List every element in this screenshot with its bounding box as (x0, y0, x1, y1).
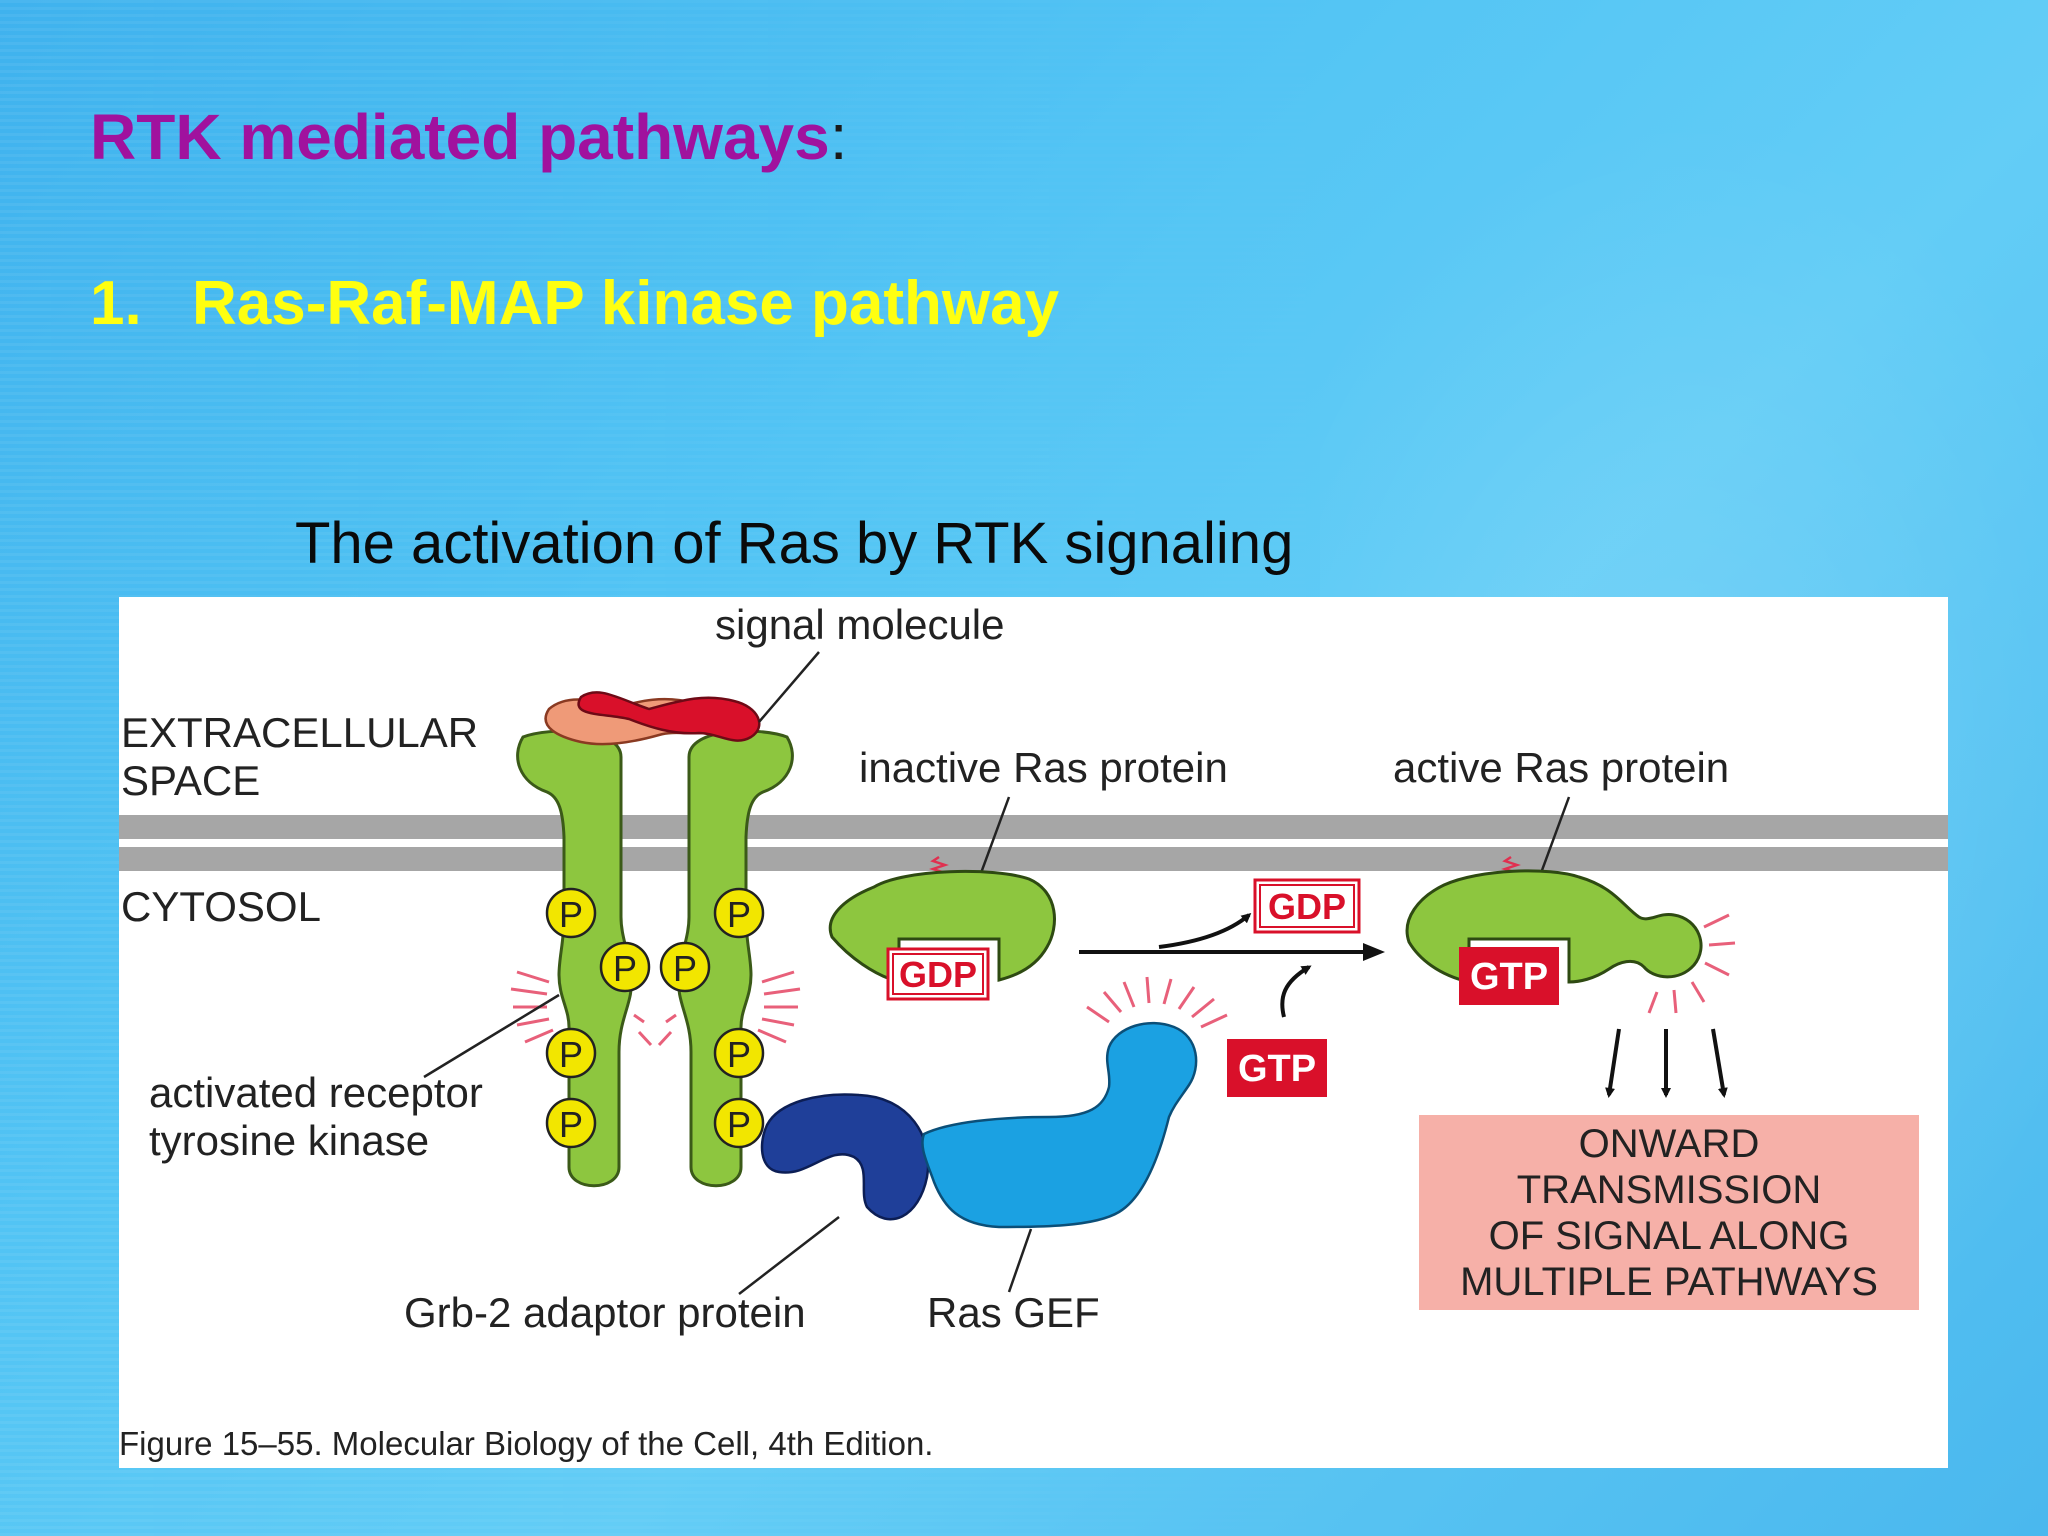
cytosol-label: CYTOSOL (121, 883, 321, 930)
slide-subtitle: 1. Ras-Raf-MAP kinase pathway (90, 268, 1059, 339)
grb2-adaptor-protein (760, 1093, 930, 1221)
gdp-label: GDP (899, 954, 977, 995)
ras-gef-activation-sparks (1086, 976, 1228, 1029)
inactive-ras-gdp: GDP (886, 947, 990, 1001)
slide-title-text: RTK mediated pathways (90, 101, 830, 173)
phosphate-label: P (613, 948, 637, 989)
phosphate-label: P (673, 948, 697, 989)
membrane-inner-layer (119, 847, 1948, 871)
extracellular-label-line2: SPACE (121, 757, 260, 804)
slide-title: RTK mediated pathways: (90, 100, 848, 174)
onward-arrow-right (1711, 1028, 1728, 1098)
output-line4: MULTIPLE PATHWAYS (1460, 1260, 1878, 1304)
ras-gef-label: Ras GEF (927, 1289, 1100, 1336)
phosphate-group: P (545, 1097, 597, 1149)
phosphate-label: P (559, 1104, 583, 1145)
incoming-gtp: GTP (1227, 1039, 1327, 1097)
released-gdp: GDP (1253, 878, 1361, 934)
receptor-pointer (423, 993, 560, 1079)
phosphate-label: P (727, 1104, 751, 1145)
inactive-ras-label: inactive Ras protein (859, 744, 1228, 791)
subtitle-number: 1. (90, 269, 142, 338)
signal-molecule-pointer (758, 651, 820, 723)
signal-molecule-dark (577, 691, 761, 742)
slide-title-colon: : (829, 101, 848, 173)
phosphate-group: P (713, 887, 765, 939)
phosphate-label: P (727, 894, 751, 935)
active-ras-label: active Ras protein (1393, 744, 1729, 791)
phosphate-group: P (545, 887, 597, 939)
gdp-label: GDP (1268, 886, 1346, 927)
phosphate-group: P (713, 1097, 765, 1149)
phosphate-group: P (713, 1027, 765, 1079)
output-line2: TRANSMISSION (1517, 1168, 1821, 1212)
onward-arrow-left (1605, 1028, 1621, 1098)
phosphate-label: P (559, 894, 583, 935)
receptor-activation-sparks (510, 970, 801, 1047)
figure-credit: Figure 15–55. Molecular Biology of the C… (119, 1425, 933, 1462)
onward-transmission-box (1419, 1115, 1919, 1310)
phosphate-label: P (559, 1034, 583, 1075)
ras-activation-figure: EXTRACELLULAR SPACE CYTOSOL signal molec… (119, 597, 1948, 1468)
gdp-release-arrow (1158, 913, 1252, 949)
signal-molecule-label: signal molecule (715, 601, 1005, 648)
active-ras-gtp: GTP (1459, 947, 1559, 1005)
receptor-label-line1: activated receptor (149, 1069, 483, 1116)
active-ras-protein (1405, 869, 1703, 984)
receptor-right-chain (677, 729, 794, 1188)
gtp-label: GTP (1238, 1048, 1316, 1090)
phosphate-group: P (659, 941, 711, 993)
grb2-pointer (738, 1216, 840, 1295)
subtitle-text: Ras-Raf-MAP kinase pathway (192, 269, 1060, 338)
gtp-entry-arrow (1280, 965, 1312, 1018)
active-ras-sparks (1647, 913, 1736, 1014)
output-line1: ONWARD (1579, 1122, 1760, 1166)
gtp-label: GTP (1470, 956, 1548, 998)
figure-canvas: EXTRACELLULAR SPACE CYTOSOL signal molec… (119, 601, 1948, 1462)
phosphate-group: P (599, 941, 651, 993)
phosphate-group: P (545, 1027, 597, 1079)
extracellular-label-line1: EXTRACELLULAR (121, 709, 478, 756)
figure-caption: The activation of Ras by RTK signaling (295, 511, 1294, 576)
grb2-label: Grb-2 adaptor protein (404, 1289, 806, 1336)
output-line3: OF SIGNAL ALONG (1489, 1214, 1850, 1258)
receptor-tyrosine-kinase (516, 729, 794, 1188)
receptor-left-chain (516, 729, 633, 1188)
phosphate-label: P (727, 1034, 751, 1075)
ras-gef-protein (921, 1021, 1198, 1229)
signal-molecule (544, 691, 761, 746)
inactive-ras-protein (828, 869, 1056, 984)
receptor-label-line2: tyrosine kinase (149, 1117, 429, 1164)
ras-gef-pointer (1007, 1228, 1033, 1293)
membrane-outer-layer (119, 815, 1948, 839)
